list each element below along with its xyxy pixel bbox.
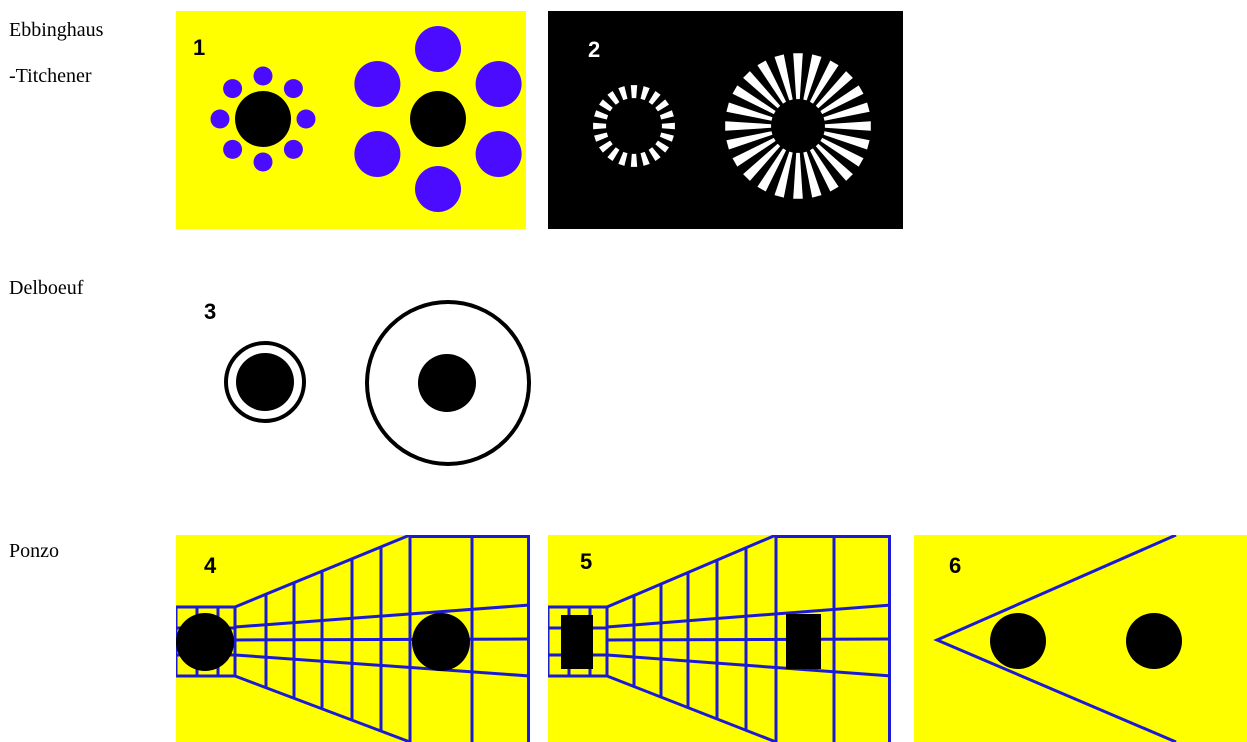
small-ray	[662, 123, 675, 129]
panel-3-number: 3	[204, 299, 216, 324]
small-ray	[631, 154, 637, 167]
left-target-circle	[176, 613, 234, 671]
large-inducer-circle	[354, 131, 400, 177]
small-inducer-circle	[223, 79, 242, 98]
ebbinghaus-label: Ebbinghaus -Titchener	[9, 14, 103, 92]
ebbinghaus-label-line1: Ebbinghaus	[9, 14, 103, 46]
panel-5-number: 5	[580, 549, 592, 574]
right-target-circle	[1126, 613, 1182, 669]
small-inducer-circle	[211, 110, 230, 129]
small-ray	[593, 123, 606, 129]
right-target-rectangle	[786, 614, 821, 669]
panel-1-ebbinghaus: 1	[176, 11, 526, 229]
small-inducer-circle	[254, 67, 273, 86]
panel-2-background	[548, 11, 903, 229]
left-target-circle	[236, 353, 294, 411]
ebbinghaus-label-line2: -Titchener	[9, 60, 103, 92]
panel-5-ponzo-rectangles: 5	[548, 535, 891, 742]
panel-6-background	[914, 535, 1247, 742]
ponzo-label: Ponzo	[9, 535, 59, 567]
small-inducer-circle	[284, 79, 303, 98]
small-inducer-circle	[254, 153, 273, 172]
panel-2-ebbinghaus-rays: 2	[548, 11, 903, 229]
panel-4-number: 4	[204, 553, 217, 578]
right-target-circle	[418, 354, 476, 412]
left-target-circle	[235, 91, 291, 147]
panel-4-ponzo-circles: 4	[176, 535, 530, 742]
right-target-circle	[410, 91, 466, 147]
left-target-circle	[990, 613, 1046, 669]
large-inducer-circle	[415, 166, 461, 212]
panel-1-svg: 1	[176, 11, 526, 229]
panel-5-svg: 5	[548, 535, 891, 742]
small-inducer-circle	[223, 140, 242, 159]
panel-3-svg: 3	[176, 290, 556, 475]
delboeuf-label: Delboeuf	[9, 272, 83, 304]
large-inducer-circle	[476, 61, 522, 107]
left-target-rectangle	[561, 615, 593, 669]
panel-2-svg: 2	[548, 11, 903, 229]
grid-converging-line	[607, 639, 891, 640]
panel-2-number: 2	[588, 37, 600, 62]
small-inducer-circle	[297, 110, 316, 129]
panel-6-svg: 6	[914, 535, 1247, 742]
panel-6-number: 6	[949, 553, 961, 578]
panel-3-delboeuf: 3	[176, 290, 556, 475]
large-inducer-circle	[476, 131, 522, 177]
large-inducer-circle	[354, 61, 400, 107]
panel-4-svg: 4	[176, 535, 530, 742]
large-inducer-circle	[415, 26, 461, 72]
small-ray	[631, 85, 637, 98]
panel-6-ponzo-lines: 6	[914, 535, 1247, 742]
right-target-circle	[412, 613, 470, 671]
panel-1-number: 1	[193, 35, 205, 60]
small-inducer-circle	[284, 140, 303, 159]
